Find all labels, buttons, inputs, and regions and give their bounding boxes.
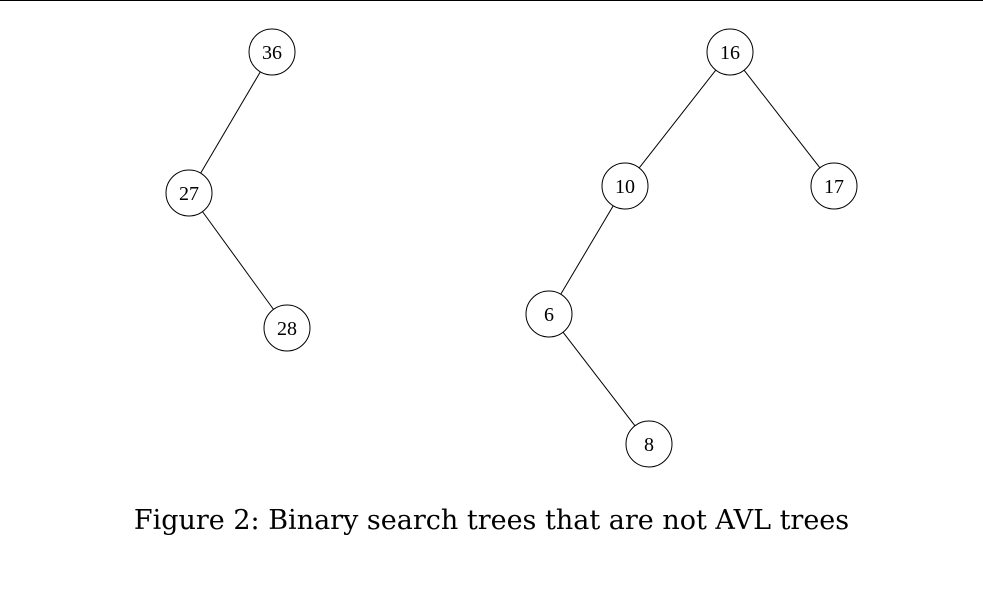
tree-node: 8	[625, 420, 673, 468]
node-circle	[706, 28, 754, 76]
tree-edge	[200, 71, 261, 174]
tree-edge	[638, 69, 717, 169]
tree-edge	[562, 331, 636, 427]
node-circle	[601, 162, 649, 210]
tree-node: 36	[248, 28, 296, 76]
tree-edge	[560, 205, 614, 295]
node-circle	[625, 420, 673, 468]
node-circle	[263, 304, 311, 352]
tree-node: 10	[601, 162, 649, 210]
tree-edge	[202, 211, 274, 310]
figure-caption: Figure 2: Binary search trees that are n…	[133, 505, 850, 536]
node-label: 27	[179, 183, 199, 205]
node-label: 17	[824, 176, 844, 198]
node-label: 8	[644, 434, 654, 456]
node-label: 28	[277, 318, 297, 340]
tree-node: 17	[810, 162, 858, 210]
tree-node: 6	[525, 290, 573, 338]
node-label: 36	[262, 42, 282, 64]
node-circle	[525, 290, 573, 338]
tree-edge	[743, 69, 821, 169]
node-label: 10	[615, 176, 635, 198]
tree-node: 27	[165, 169, 213, 217]
edges-layer	[200, 69, 821, 427]
node-label: 16	[720, 42, 740, 64]
node-circle	[810, 162, 858, 210]
top-rule	[0, 0, 983, 1]
node-circle	[165, 169, 213, 217]
tree-node: 16	[706, 28, 754, 76]
tree-node: 28	[263, 304, 311, 352]
nodes-layer: 36 27 28 16 10 17 6 8	[165, 28, 858, 468]
node-circle	[248, 28, 296, 76]
node-label: 6	[544, 304, 554, 326]
